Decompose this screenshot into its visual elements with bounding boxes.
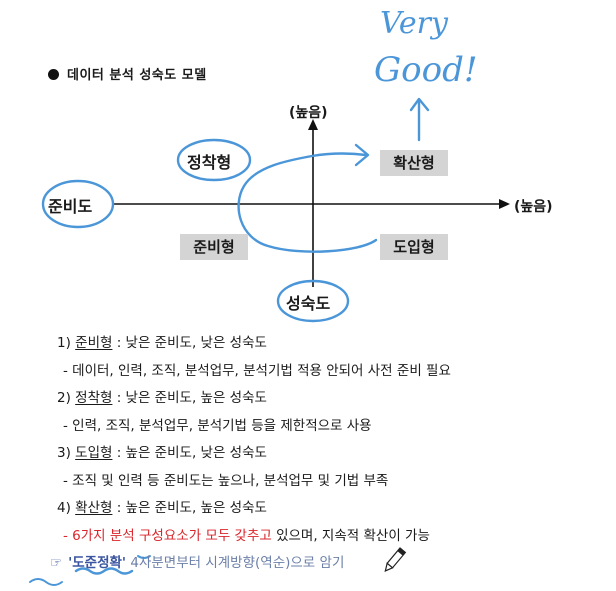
ink-circle-y-axis-name: [276, 279, 350, 323]
heading-text: 데이터 분석 성숙도 모델: [67, 68, 207, 83]
type-name: 확산형: [75, 500, 113, 516]
tip-keyword: '도준정확': [68, 555, 127, 571]
type-name: 정착형: [75, 390, 113, 406]
x-axis-name: 준비도: [48, 197, 93, 216]
maturity-type-list: 1) 준비형 : 낮은 준비도, 낮은 성숙도 - 데이터, 인력, 조직, 분…: [57, 330, 451, 550]
list-item: 4) 확산형 : 높은 준비도, 높은 성숙도: [57, 500, 267, 516]
ink-flow-arrowhead-icon: [354, 143, 370, 167]
section-heading: 데이터 분석 성숙도 모델: [48, 64, 207, 83]
quadrant-bottom-left: 준비형: [180, 234, 248, 260]
ink-circle-top-left: [176, 138, 252, 182]
type-name: 준비형: [75, 335, 113, 351]
quadrant-bottom-right: 도입형: [380, 234, 448, 260]
list-item-detail: - 인력, 조직, 분석업무, 분석기법 등을 제한적으로 사용: [63, 417, 372, 434]
tip-text: 4사분면부터 시계방향(역순)으로 암기: [126, 555, 345, 571]
highlight-text: - 6가지 분석 구성요소가 모두 갖추고: [63, 527, 272, 544]
pencil-cursor-icon: [384, 547, 407, 572]
quadrant-top-left: 정착형: [187, 153, 232, 172]
quadrant-top-right: 확산형: [380, 150, 448, 176]
list-item-detail: - 조직 및 인력 등 준비도는 높으나, 분석업무 및 기법 부족: [63, 472, 389, 489]
list-item: 3) 도입형 : 높은 준비도, 낮은 성숙도: [57, 445, 267, 461]
ink-circle-x-axis-name: [41, 179, 115, 229]
memory-tip: ☞ '도준정확' 4사분면부터 시계방향(역순)으로 암기: [50, 551, 344, 571]
y-axis-arrow-icon: [308, 119, 318, 130]
ink-up-arrow-icon: [409, 97, 430, 112]
x-axis-arrow-icon: [499, 199, 510, 209]
y-axis-name: 성숙도: [286, 294, 331, 313]
ink-squiggle-underline: [74, 567, 134, 575]
list-item: 1) 준비형 : 낮은 준비도, 낮은 성숙도: [57, 335, 267, 351]
type-name: 도입형: [75, 445, 113, 461]
ink-squiggle-left: [29, 578, 63, 586]
x-axis-label: (높음): [514, 199, 553, 215]
list-item-detail: - 데이터, 인력, 조직, 분석업무, 분석기법 적용 안되어 사전 준비 필…: [63, 362, 451, 379]
list-item: 2) 정착형 : 낮은 준비도, 높은 성숙도: [57, 390, 267, 406]
ink-tick-mark: [137, 555, 151, 559]
ink-flow-curve: [237, 152, 378, 253]
pointing-hand-icon: ☞: [50, 555, 63, 571]
y-axis-label: (높음): [289, 105, 328, 121]
bullet-icon: [48, 69, 59, 80]
list-item-detail: - 6가지 분석 구성요소가 모두 갖추고 있으며, 지속적 확산이 가능: [63, 527, 430, 544]
handwriting-good: Good!: [374, 50, 478, 90]
handwriting-very: Very: [380, 6, 448, 41]
